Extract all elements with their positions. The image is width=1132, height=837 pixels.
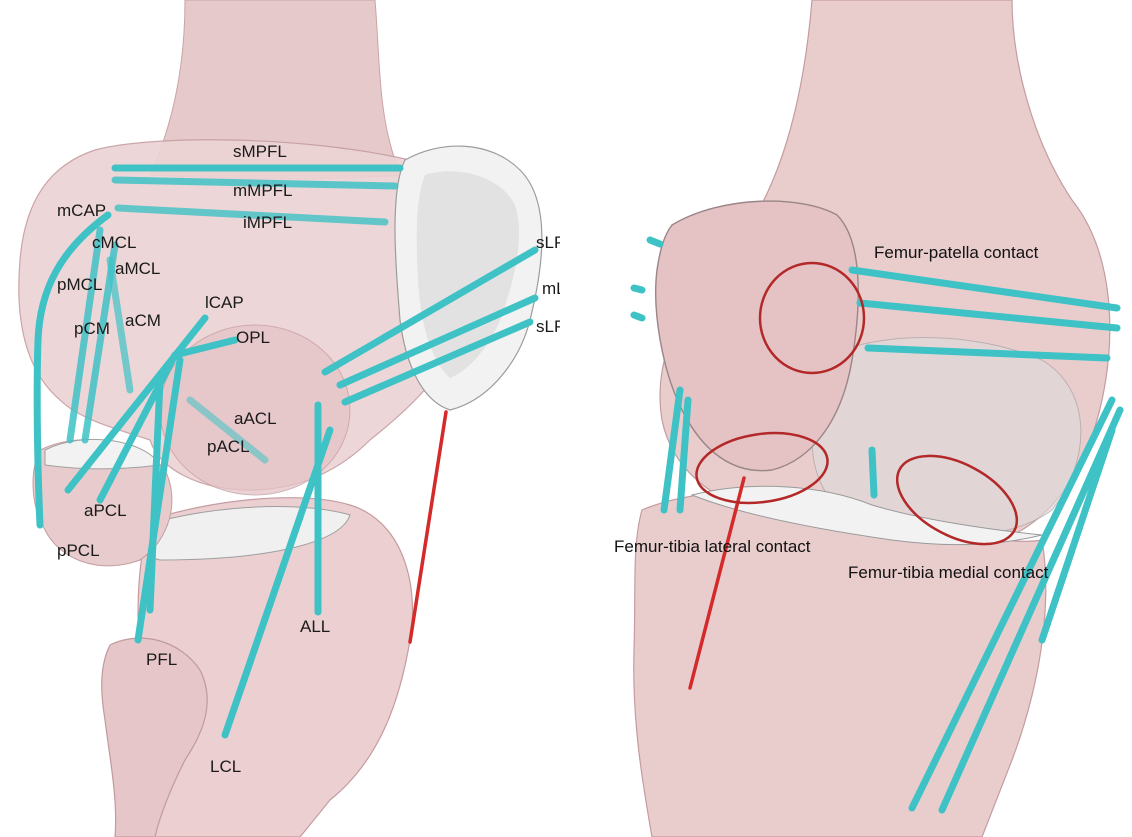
label-pACL: pACL: [207, 437, 250, 456]
label-sLPFL-bottom: sLPFL: [536, 317, 560, 336]
label-pMCL: pMCL: [57, 275, 102, 294]
ligament-11: [634, 288, 642, 290]
label-OPL: OPL: [236, 328, 270, 347]
label-aPCL: aPCL: [84, 501, 127, 520]
label-mLPFL: mLPFL: [542, 279, 560, 298]
label-cMCL: cMCL: [92, 233, 136, 252]
label-PFL: PFL: [146, 650, 177, 669]
label-sLPFL-top: sLPFL: [536, 233, 560, 252]
label-mCAP: mCAP: [57, 201, 106, 220]
label-iMPFL: iMPFL: [243, 213, 292, 232]
label-pPCL: pPCL: [57, 541, 100, 560]
right-knee-view: Femur-patella contact Femur-tibia latera…: [572, 0, 1132, 837]
label-aACL: aACL: [234, 409, 277, 428]
left-knee-model: sMPFL mMPFL iMPFL mCAP cMCL pMCL aMCL lC…: [0, 0, 560, 837]
label-pCM: pCM: [74, 319, 110, 338]
label-femur-tibia-medial-contact: Femur-tibia medial contact: [848, 563, 1049, 582]
ligament-12: [634, 315, 642, 318]
left-knee-view: sMPFL mMPFL iMPFL mCAP cMCL pMCL aMCL lC…: [0, 0, 560, 837]
label-lCAP: lCAP: [205, 293, 244, 312]
label-ALL: ALL: [300, 617, 330, 636]
label-sMPFL: sMPFL: [233, 142, 287, 161]
label-femur-patella-contact: Femur-patella contact: [874, 243, 1039, 262]
right-knee-model: Femur-patella contact Femur-tibia latera…: [572, 0, 1132, 837]
patellar-tendon-line: [410, 412, 446, 642]
label-femur-tibia-lateral-contact: Femur-tibia lateral contact: [614, 537, 811, 556]
label-aCM: aCM: [125, 311, 161, 330]
ligament-9: [872, 450, 874, 495]
label-mMPFL: mMPFL: [233, 181, 293, 200]
label-LCL: LCL: [210, 757, 241, 776]
ligament-10: [650, 240, 660, 244]
label-aMCL: aMCL: [115, 259, 160, 278]
